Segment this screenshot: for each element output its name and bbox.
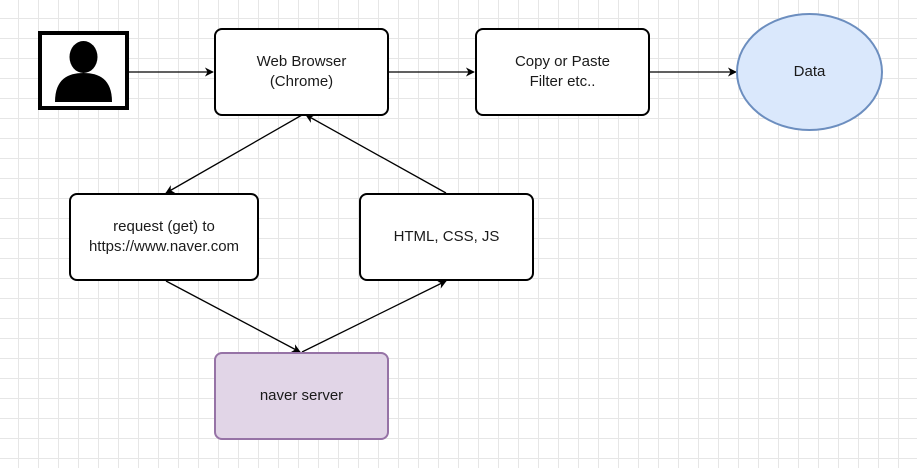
user-node[interactable] (38, 31, 129, 110)
browser-node[interactable]: Web Browser (Chrome) (214, 28, 389, 116)
server-node[interactable]: naver server (214, 352, 389, 440)
arrow-server-to-response[interactable] (301, 280, 447, 353)
copy-label-line1: Copy or Paste (514, 53, 611, 70)
request-label-line2: https://www.naver.com (88, 238, 240, 255)
arrow-request-to-server[interactable] (165, 280, 301, 353)
response-label: HTML, CSS, JS (393, 228, 500, 245)
copy-node[interactable]: Copy or Paste Filter etc.. (475, 28, 650, 116)
request-label-line1: request (get) to (113, 218, 215, 235)
data-node[interactable]: Data (736, 13, 883, 131)
browser-label-line1: Web Browser (256, 53, 347, 70)
data-label: Data (793, 63, 826, 80)
server-label: naver server (259, 387, 344, 404)
user-icon (55, 41, 112, 102)
browser-label-line2: (Chrome) (269, 73, 334, 90)
arrow-browser-to-request[interactable] (165, 114, 303, 194)
request-node[interactable]: request (get) to https://www.naver.com (69, 193, 259, 281)
response-node[interactable]: HTML, CSS, JS (359, 193, 534, 281)
arrow-response-to-browser[interactable] (305, 114, 447, 194)
copy-label-line2: Filter etc.. (529, 73, 596, 90)
